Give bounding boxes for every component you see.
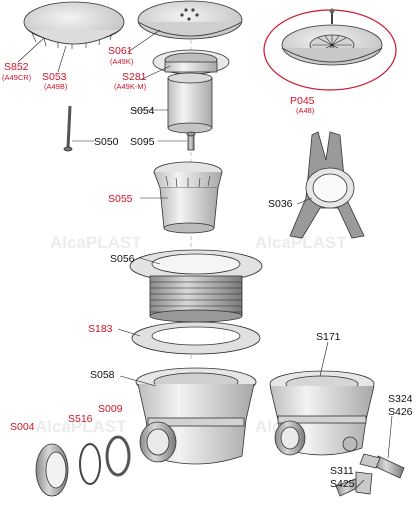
label-s054: S054 <box>130 105 155 117</box>
label-s852: S852 <box>4 61 29 73</box>
label-s056: S056 <box>110 253 135 265</box>
leader-lines <box>17 29 393 489</box>
label-s036: S036 <box>268 198 293 210</box>
part-s171-body <box>269 370 375 456</box>
label-s324: S324 <box>388 393 413 405</box>
part-s516-ring <box>79 443 101 485</box>
label-s055: S055 <box>108 193 133 205</box>
part-s061-cover <box>137 0 243 40</box>
part-s050-screw <box>63 105 73 152</box>
label-s095: S095 <box>130 136 155 148</box>
label-s050: S050 <box>94 136 119 148</box>
label-p045-sub: (A48) <box>296 106 315 115</box>
label-s061-sub: (A49K) <box>110 57 134 66</box>
label-s061: S061 <box>108 45 133 57</box>
part-s058-body <box>135 367 257 465</box>
label-s053-sub: (A49B) <box>44 82 68 91</box>
part-s009-ring <box>105 435 131 477</box>
label-s311: S311 <box>330 465 354 477</box>
label-s053: S053 <box>42 71 67 83</box>
label-s281: S281 <box>122 71 147 83</box>
part-s056-flange <box>129 249 263 323</box>
part-s036-tool <box>289 131 365 239</box>
part-s054-cylinder <box>167 72 213 134</box>
label-s281-sub: (A49K-M) <box>114 82 147 91</box>
part-s852-cover <box>23 1 125 49</box>
part-s281-ring <box>152 49 230 75</box>
part-s004-nut <box>35 443 69 497</box>
watermark-text: AlcaPLAST <box>255 233 347 252</box>
label-s183: S183 <box>88 323 113 335</box>
label-s009: S009 <box>98 403 123 415</box>
label-s516: S516 <box>68 413 93 425</box>
label-s425: S425 <box>330 478 355 490</box>
part-s055-basket <box>153 161 223 234</box>
label-p045: P045 <box>290 95 315 107</box>
part-s095-screw <box>186 131 196 151</box>
watermark-text: AlcaPLAST <box>35 417 127 436</box>
label-s004: S004 <box>10 421 35 433</box>
part-s324-fitting <box>359 453 405 479</box>
label-s058: S058 <box>90 369 115 381</box>
label-s852-sub: (A49CR) <box>2 73 32 82</box>
label-s171: S171 <box>316 331 341 343</box>
part-p045-grate <box>263 8 397 91</box>
part-s183-gasket <box>131 321 261 355</box>
part-s311-fitting <box>335 471 373 497</box>
watermark-text: AlcaPLAST <box>50 233 142 252</box>
label-s426: S426 <box>388 406 413 418</box>
